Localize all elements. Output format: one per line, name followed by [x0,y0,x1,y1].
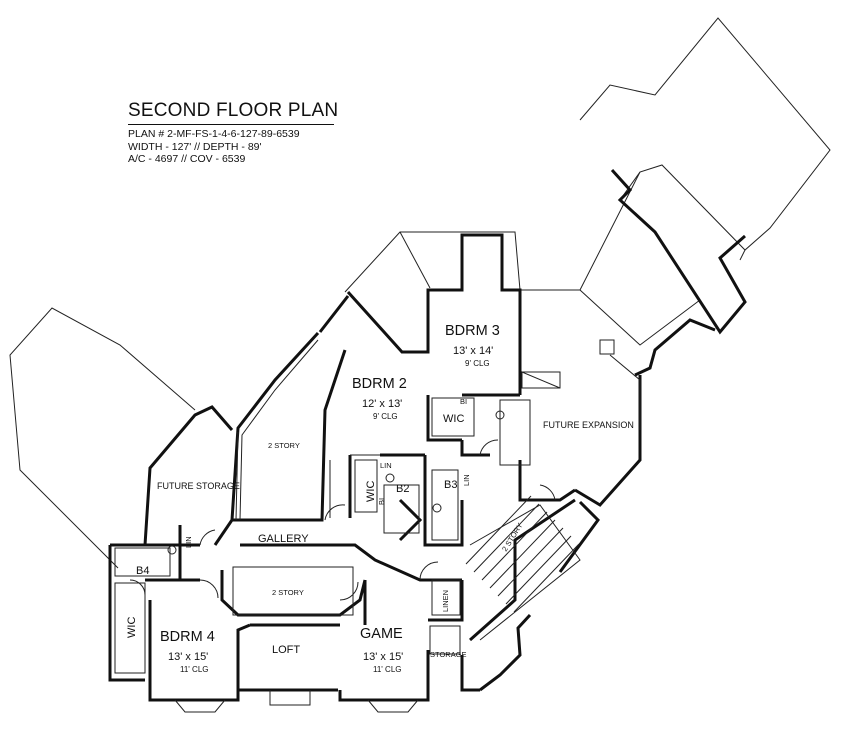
room-labels: BDRM 3 13' x 14' 9' CLG BDRM 2 12' x 13'… [126,323,634,674]
future-expansion-label: FUTURE EXPANSION [543,420,634,430]
lin-b2-label: LIN [380,461,392,470]
game-size: 13' x 15' [363,651,403,663]
plan-dimensions: WIDTH - 127' // DEPTH - 89' [128,140,262,153]
title-underline [128,124,334,125]
bdrm2-name: BDRM 2 [352,376,407,392]
loft-label: LOFT [272,644,300,656]
lin-gallery-label: LIN [184,536,193,548]
bi-b3-label: BI [460,397,467,406]
bdrm3-size: 13' x 14' [453,345,493,357]
bdrm3-name: BDRM 3 [445,323,500,339]
bdrm4-name: BDRM 4 [160,629,215,645]
plan-number: PLAN # 2-MF-FS-1-4-6-127-89-6539 [128,128,300,140]
bdrm4-ceiling: 11' CLG [180,665,209,674]
linen-label: LINEN [441,590,450,612]
plan-header: SECOND FLOOR PLAN PLAN # 2-MF-FS-1-4-6-1… [128,100,348,166]
wic-b3-label: WIC [443,413,464,425]
plan-title: SECOND FLOOR PLAN [128,100,339,121]
two-story-center-label: 2 STORY [272,588,304,597]
plan-area: A/C - 4697 // COV - 6539 [128,153,246,165]
gallery-label: GALLERY [258,533,309,545]
b4-label: B4 [136,565,149,577]
wic-b2-label: WIC [365,481,377,502]
lin-b3-label: LIN [462,474,471,486]
fixtures [114,339,641,713]
walls [108,168,747,702]
b2-label: B2 [396,483,409,495]
bdrm2-ceiling: 9' CLG [373,412,398,421]
b3-label: B3 [444,479,457,491]
bdrm2-size: 12' x 13' [362,398,402,410]
storage-label: STORAGE [430,650,467,659]
bi-b2-label: BI [377,498,386,505]
roof-outlines [9,17,831,569]
two-story-left-label: 2 STORY [268,441,300,450]
wic-b4-label: WIC [126,617,138,638]
game-ceiling: 11' CLG [373,665,402,674]
bdrm4-size: 13' x 15' [168,651,208,663]
future-storage-label: FUTURE STORAGE [157,481,240,491]
bdrm3-ceiling: 9' CLG [465,359,490,368]
game-name: GAME [360,626,403,642]
